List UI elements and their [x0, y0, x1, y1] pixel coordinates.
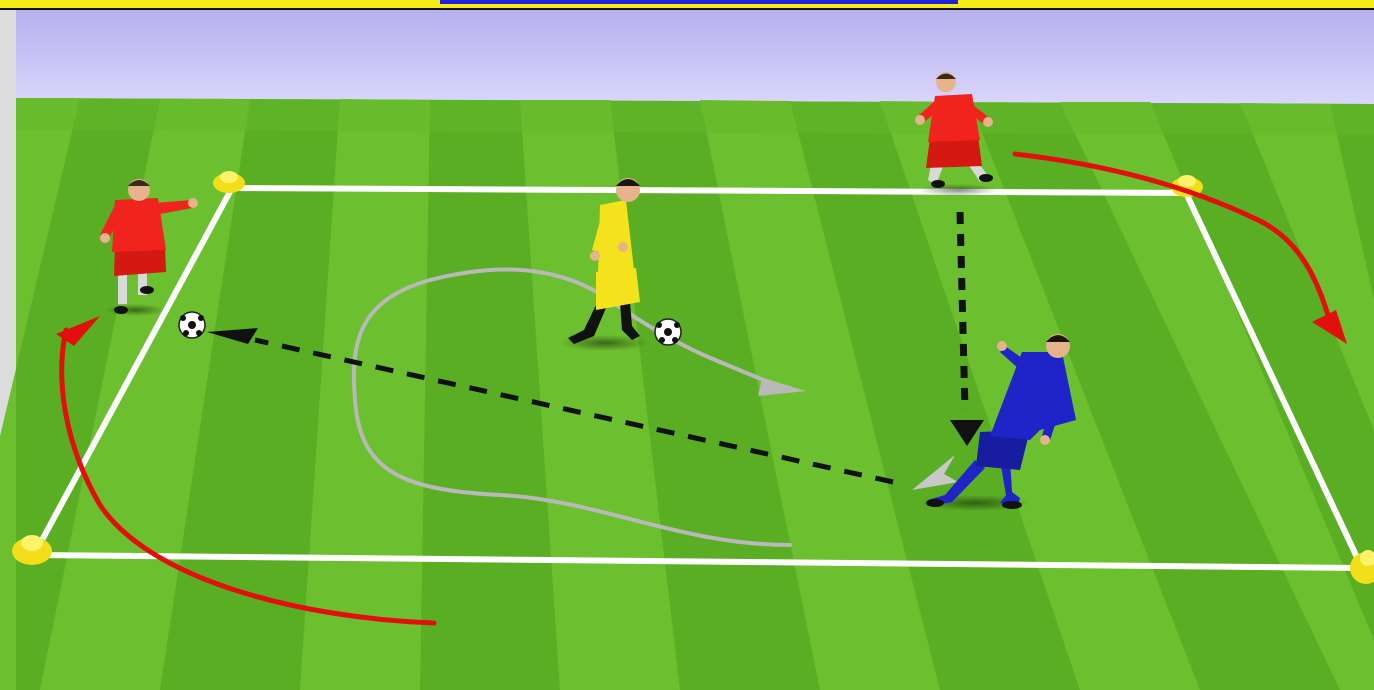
ball-center	[655, 319, 681, 345]
sky	[16, 10, 1374, 104]
ball-left	[179, 312, 205, 338]
